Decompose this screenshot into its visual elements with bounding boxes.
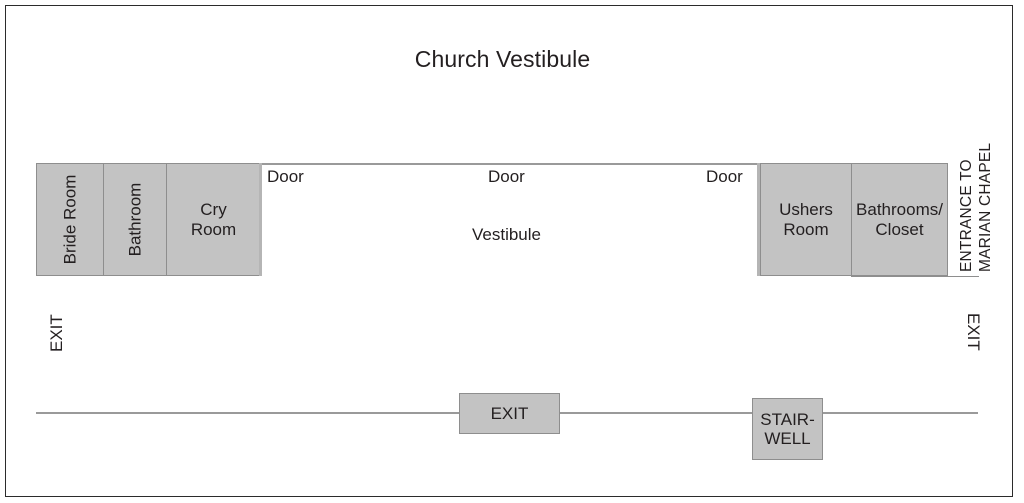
room-bathrooms-closet: Bathrooms/ Closet [851,163,948,276]
exit-label-right: EXIT [964,313,983,351]
wall-segment-right-lower [851,276,979,277]
entrance-label-marian-chapel-line2: MARIAN CHAPEL [977,142,994,272]
page-title: Church Vestibule [414,46,591,72]
corridor-stairwell-box: STAIR- WELL [752,398,823,460]
room-cry-room: Cry Room [166,163,261,276]
room-label-cry-room-line1: Cry [200,200,227,220]
room-label-bathrooms-closet-line2: Closet [875,219,924,239]
exit-label-left: EXIT [47,314,66,352]
area-label-vestibule: Vestibule [472,225,541,244]
corridor-exit-label: EXIT [490,403,529,423]
room-ushers-room: Ushers Room [760,163,852,276]
vestibule-wall-right [757,163,760,276]
room-label-bathrooms-closet: Bathrooms/ Closet [856,200,943,238]
room-label-bathroom: Bathroom [125,182,145,257]
room-label-ushers-room-line2: Room [783,219,829,239]
door-label-right: Door [706,167,743,186]
room-bride-room: Bride Room [36,163,104,276]
room-label-cry-room: Cry Room [191,200,236,238]
room-label-ushers-room: Ushers Room [779,200,833,238]
door-label-center: Door [488,167,525,186]
entrance-label-marian-chapel-line1: ENTRANCE TO [958,159,975,272]
room-bathroom: Bathroom [103,163,167,276]
corridor-stairwell-label-line2: WELL [764,429,811,448]
room-label-bathrooms-closet-line1: Bathrooms/ [856,200,943,220]
page-frame [5,5,1013,497]
corridor-exit-box: EXIT [459,393,560,434]
room-label-ushers-room-line1: Ushers [779,200,833,220]
room-label-bride-room: Bride Room [60,174,80,265]
corridor-stairwell-label-line1: STAIR- [760,409,815,429]
corridor-stairwell-label: STAIR- WELL [760,410,814,448]
door-label-left: Door [267,167,304,186]
vestibule-wall-left [259,163,262,276]
room-label-cry-room-line2: Room [190,219,237,239]
